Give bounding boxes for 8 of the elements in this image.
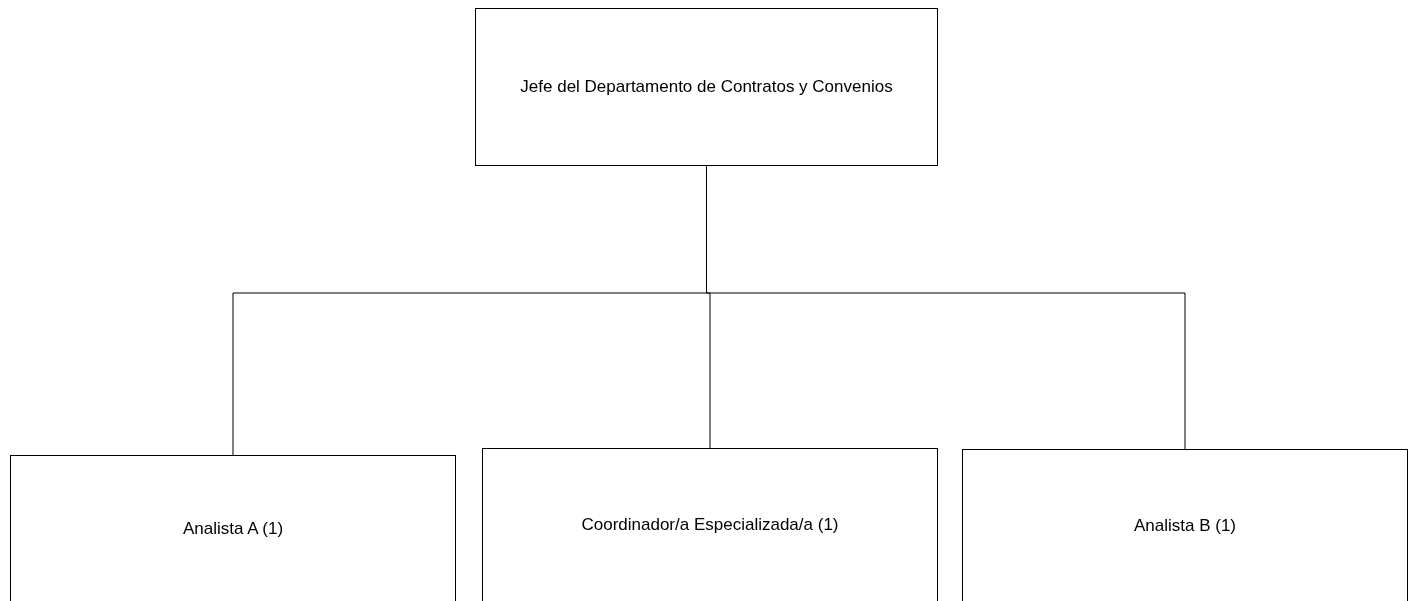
- org-box: [475, 8, 938, 166]
- org-box: [10, 455, 456, 601]
- org-box: [482, 448, 938, 601]
- role-title: Analista B (1): [1133, 515, 1236, 536]
- role-title: Jefe del Departamento de Contratos y Convenios: [520, 77, 893, 97]
- role-title: Analista A (1): [182, 518, 284, 539]
- role-title: Coordinador/a Especializada/a (1): [581, 515, 839, 535]
- org-box: [962, 449, 1408, 601]
